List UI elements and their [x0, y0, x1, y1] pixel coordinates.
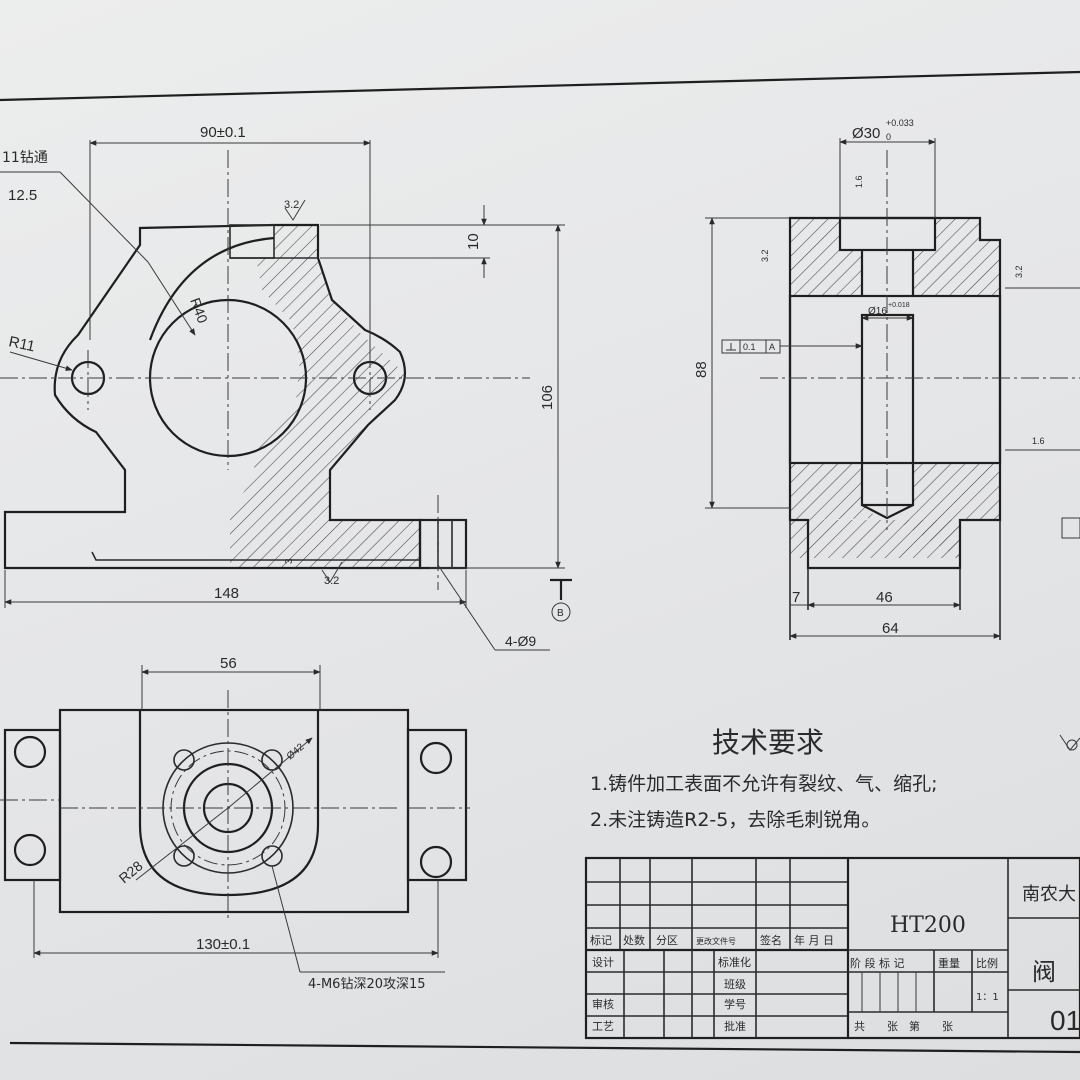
school-name: 南农大 [1022, 884, 1076, 905]
bolt-holes-note: 4-Ø9 [505, 633, 536, 649]
dim-64: 64 [882, 620, 899, 637]
drawing-code: 01 [1050, 1005, 1080, 1036]
title-block: 标记 处数 分区 更改文件号 签名 年 月 日 设计 标准化 班级 审核 学号 … [584, 856, 1080, 1040]
side-view: Ø30 +0.033 0 1.6 Ø16 +0.018 88 3.2 3.2 1… [693, 118, 1080, 640]
tb-h-fenqu: 分区 [656, 934, 678, 947]
top-view: 56 130±0.1 Ø42 R28 4-M6钻深20攻深15 [0, 655, 470, 992]
thread-note: 4-M6钻深20攻深15 [308, 977, 426, 992]
bore-tol-lower: 0 [886, 132, 891, 142]
sheet-frame [0, 70, 1080, 1054]
dim-90: 90±0.1 [200, 124, 246, 141]
dim-148: 148 [214, 585, 239, 602]
inner-tol: +0.018 [888, 302, 910, 309]
tech-requirements: 技术要求 1.铸件加工表面不允许有裂纹、气、缩孔; 2.未注铸造R2-5，去除毛… [590, 726, 1080, 831]
dim-46: 46 [876, 589, 893, 606]
tol-datum: A [769, 342, 775, 352]
dim-56: 56 [220, 655, 237, 672]
radius-r40: R40 [187, 296, 211, 326]
front-view: 90±0.1 106 10 148 R40 11钻通 12.5 R11 3.2 … [0, 124, 572, 651]
tb-h-stage: 阶 段 标 记 [850, 956, 905, 970]
roughness-top: 3.2 [284, 199, 299, 211]
tb-r-xuehao: 学号 [724, 997, 746, 1011]
tb-r-biaozhunhua: 标准化 [718, 955, 751, 969]
note-drill-through: 11钻通 [2, 150, 48, 166]
dim-7: 7 [792, 589, 800, 606]
tb-scale: 1：1 [976, 992, 999, 1003]
side-bore [788, 294, 1002, 465]
dim-130: 130±0.1 [196, 936, 250, 953]
roughness-12-5: 12.5 [8, 187, 37, 204]
tolerance-frame: 0.1 A [721, 339, 863, 354]
roughness-bottom: 3.2 [324, 575, 339, 587]
roughness-left: 3.2 [760, 249, 770, 262]
tb-r-sheji: 设计 [592, 956, 614, 969]
dim-106: 106 [539, 385, 556, 410]
front-base-lug [418, 518, 468, 570]
material: HT200 [890, 913, 966, 938]
tb-h-biaoji: 标记 [590, 933, 612, 947]
tech-line-1: 1.铸件加工表面不允许有裂纹、气、缩孔; [590, 773, 938, 795]
tol-value: 0.1 [743, 342, 756, 352]
tb-h-weight: 重量 [938, 956, 960, 970]
bore-dim: Ø30 [852, 125, 880, 142]
base-thickness: 3 [284, 558, 295, 564]
dim-88: 88 [693, 361, 710, 378]
tb-r-pizhun: 批准 [724, 1019, 746, 1033]
top-outline [58, 708, 410, 914]
tb-h-qianming: 签名 [760, 933, 782, 947]
tb-r-gongyi: 工艺 [592, 1020, 614, 1033]
bore-roughness: 1.6 [854, 175, 864, 188]
roughness-inner: 1.6 [1032, 436, 1045, 446]
radius-r28: R28 [116, 857, 146, 886]
tech-line-2: 2.未注铸造R2-5，去除毛刺锐角。 [590, 809, 880, 831]
side-hatch-top [790, 218, 862, 296]
dim-10: 10 [465, 233, 482, 250]
tb-h-date: 年 月 日 [794, 933, 834, 947]
tb-sheets: 共 张 第 张 [854, 1019, 953, 1033]
tech-title: 技术要求 [712, 726, 824, 759]
radius-r11: R11 [7, 333, 36, 355]
front-section-hatch [230, 225, 420, 568]
tb-h-chushu: 处数 [623, 934, 645, 947]
tb-r-banji: 班级 [724, 978, 746, 991]
side-outline [788, 216, 1002, 570]
tb-h-wenjian: 更改文件号 [696, 936, 736, 946]
bore-tol-upper: +0.033 [886, 118, 914, 128]
side-hatch-bottom [790, 463, 878, 558]
inner-dim: Ø16 [868, 306, 887, 317]
tb-h-scale: 比例 [976, 956, 998, 970]
roughness-right: 3.2 [1014, 265, 1024, 278]
tb-r-shenhe: 审核 [592, 997, 614, 1011]
datum-b: B [557, 608, 564, 619]
part-name: 阀 [1032, 958, 1056, 986]
